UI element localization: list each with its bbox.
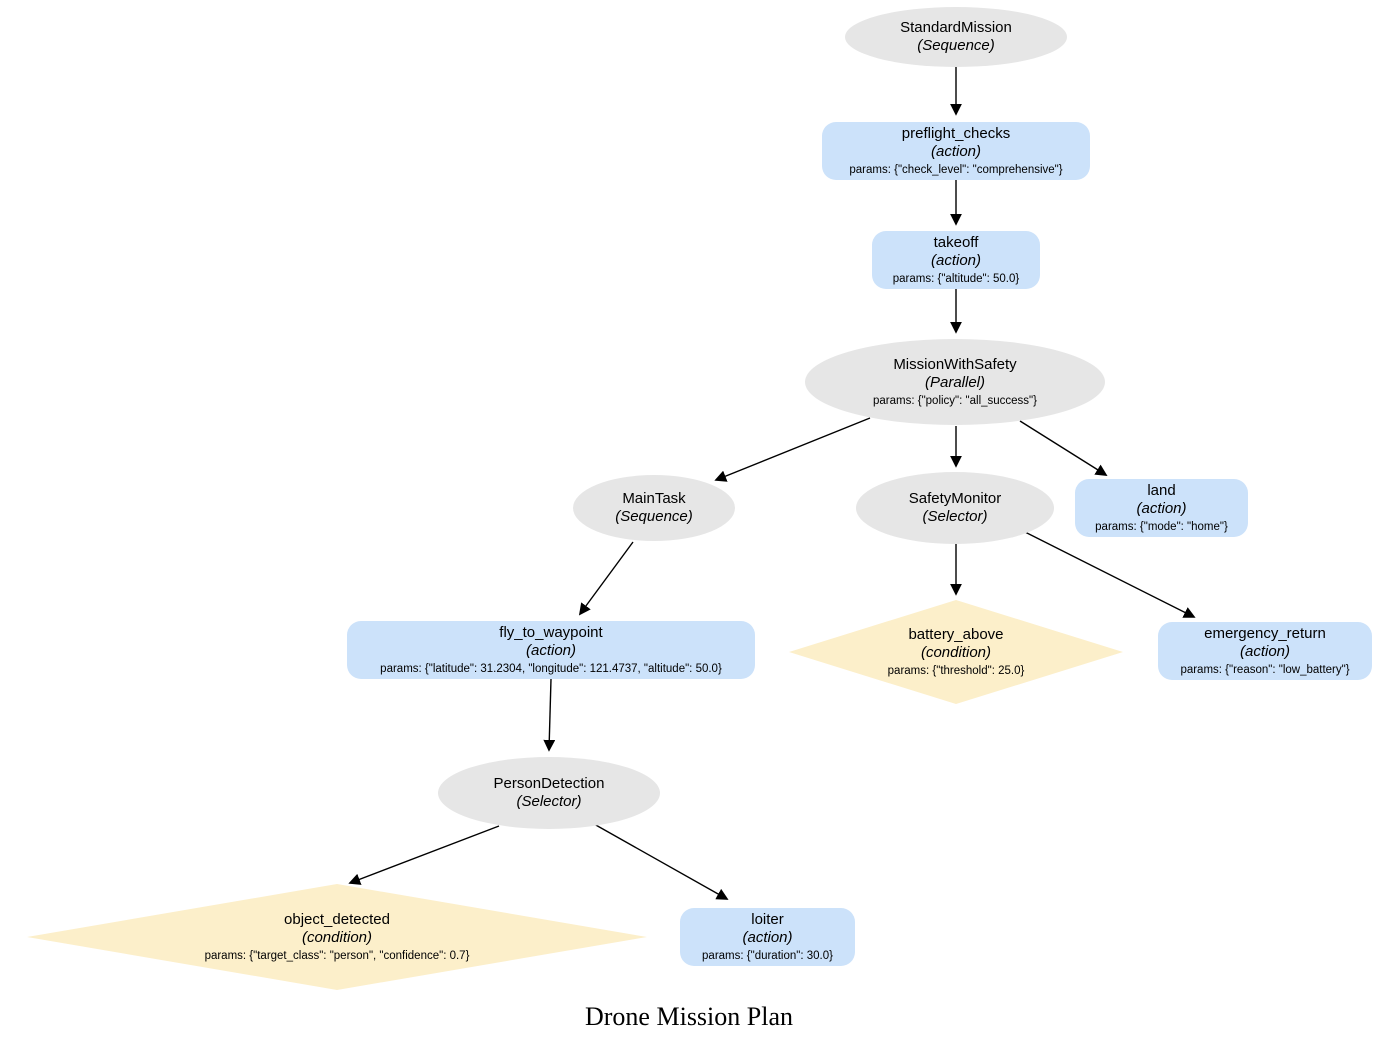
node-label: battery_above <box>908 626 1004 644</box>
node-type: (action) <box>1239 643 1291 661</box>
node-type: (Parallel) <box>924 374 985 392</box>
node-label: takeoff <box>933 234 979 252</box>
edge-flytowaypoint-persondetection <box>543 678 556 752</box>
node-fly-to-waypoint: fly_to_waypoint (action) params: {"latit… <box>347 621 755 679</box>
node-type: (action) <box>525 642 577 660</box>
node-land: land (action) params: {"mode": "home"} <box>1075 479 1248 537</box>
node-type: (Sequence) <box>917 37 995 54</box>
node-type: (Selector) <box>922 508 988 525</box>
node-missionwithsafety: MissionWithSafety (Parallel) params: {"p… <box>805 339 1105 425</box>
node-label: loiter <box>751 911 784 929</box>
node-standardmission: StandardMission (Sequence) <box>845 7 1067 67</box>
node-type: (action) <box>1136 500 1187 518</box>
edge-maintask-flytowaypoint <box>578 541 634 616</box>
node-safetymonitor: SafetyMonitor (Selector) <box>856 472 1054 544</box>
node-label: PersonDetection <box>493 774 605 792</box>
node-takeoff: takeoff (action) params: {"altitude": 50… <box>872 231 1040 289</box>
diagram-title: Drone Mission Plan <box>585 1002 793 1031</box>
edge-persondetection-objectdetected <box>348 825 500 885</box>
node-type: (action) <box>930 143 982 161</box>
node-preflight-checks: preflight_checks (action) params: {"chec… <box>822 122 1090 180</box>
edge-persondetection-loiter <box>593 823 729 900</box>
edge-mission-land <box>1019 420 1108 476</box>
node-label: land <box>1147 482 1176 500</box>
edge-safetymonitor-emergency <box>1022 530 1196 618</box>
node-label: emergency_return <box>1204 625 1326 643</box>
node-type: (action) <box>742 929 793 947</box>
node-label: fly_to_waypoint <box>499 624 603 642</box>
node-params: params: {"altitude": 50.0} <box>892 272 1020 285</box>
node-params: params: {"check_level": "comprehensive"} <box>849 163 1063 176</box>
node-params: params: {"duration": 30.0} <box>702 949 833 962</box>
node-params: params: {"target_class": "person", "conf… <box>204 949 470 962</box>
node-type: (condition) <box>301 929 373 947</box>
node-label: object_detected <box>284 911 390 929</box>
node-label: SafetyMonitor <box>908 489 1002 507</box>
node-params: params: {"reason": "low_battery"} <box>1180 663 1350 676</box>
node-params: params: {"policy": "all_success"} <box>873 394 1037 407</box>
node-label: preflight_checks <box>901 125 1011 143</box>
node-label: MissionWithSafety <box>893 356 1017 374</box>
node-params: params: {"threshold": 25.0} <box>887 664 1025 677</box>
node-type: (action) <box>930 252 982 270</box>
node-battery-above: battery_above (condition) params: {"thre… <box>789 600 1123 704</box>
node-label: StandardMission <box>900 18 1012 36</box>
node-maintask: MainTask (Sequence) <box>573 475 735 541</box>
node-params: params: {"latitude": 31.2304, "longitude… <box>380 662 722 675</box>
node-type: (Selector) <box>516 793 582 810</box>
node-type: (condition) <box>920 644 992 662</box>
node-persondetection: PersonDetection (Selector) <box>438 757 660 829</box>
edge-mission-maintask <box>714 417 871 482</box>
node-label: MainTask <box>622 489 686 507</box>
node-loiter: loiter (action) params: {"duration": 30.… <box>680 908 855 966</box>
node-params: params: {"mode": "home"} <box>1095 520 1228 533</box>
node-emergency-return: emergency_return (action) params: {"reas… <box>1158 622 1372 680</box>
node-type: (Sequence) <box>615 508 693 525</box>
node-object-detected: object_detected (condition) params: {"ta… <box>27 884 647 990</box>
